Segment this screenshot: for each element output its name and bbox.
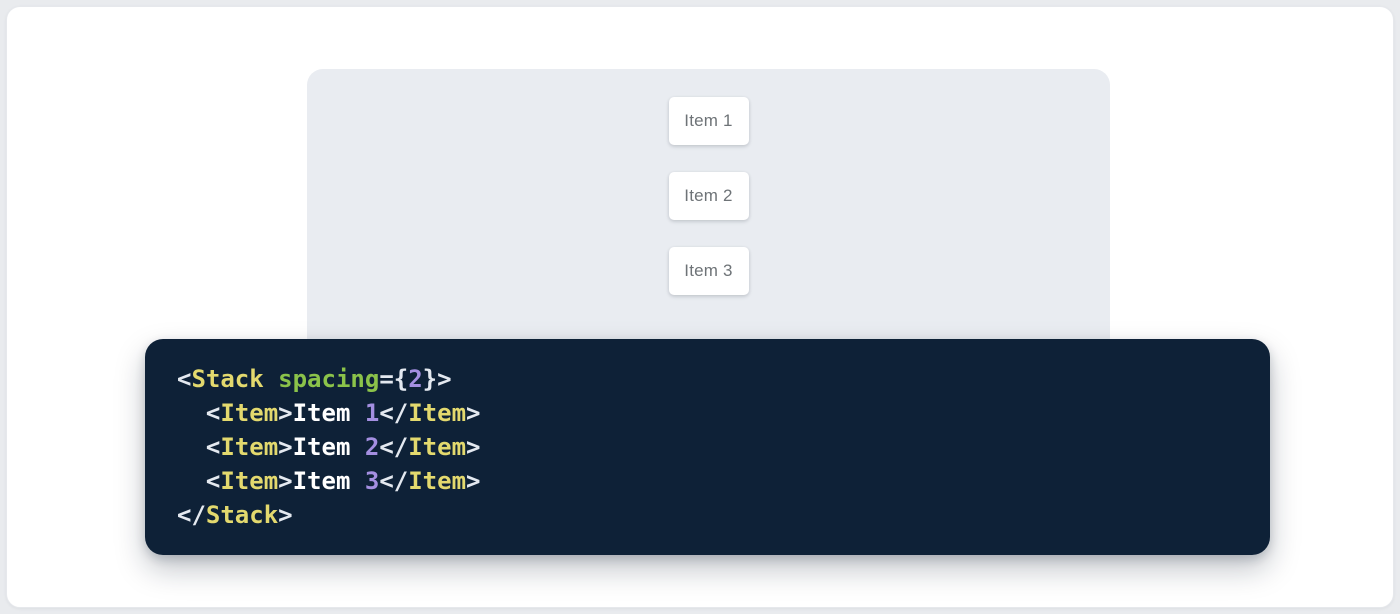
- code-token-punct: =: [379, 365, 394, 393]
- code-token-punct: >: [437, 365, 452, 393]
- stack-item: Item 2: [668, 172, 749, 220]
- code-token-tag: Item: [220, 467, 279, 495]
- code-token-punct: >: [278, 467, 293, 495]
- code-token-punct: {: [393, 365, 409, 393]
- code-token-tag: Item: [408, 467, 467, 495]
- stack-item: Item 3: [668, 247, 749, 295]
- code-block: <Stack spacing={2}> <Item>Item 1</Item> …: [145, 339, 1270, 555]
- code-token-punct: </: [379, 433, 409, 461]
- code-token-text: [264, 365, 278, 393]
- code-line: <Item>Item 2</Item>: [177, 430, 1238, 464]
- code-token-punct: <: [205, 467, 221, 495]
- code-token-punct: >: [278, 501, 293, 529]
- code-token-num: 1: [364, 399, 380, 427]
- code-line: <Item>Item 1</Item>: [177, 396, 1238, 430]
- code-token-tag: Stack: [205, 501, 279, 529]
- stack-item-label: Item 2: [684, 186, 733, 205]
- code-token-punct: <: [177, 365, 192, 393]
- code-token-punct: >: [466, 467, 481, 495]
- code-token-punct: <: [205, 433, 221, 461]
- code-token-punct: }: [422, 365, 438, 393]
- code-token-text: [177, 399, 206, 427]
- code-content: <Stack spacing={2}> <Item>Item 1</Item> …: [177, 362, 1238, 532]
- code-token-attr: spacing: [278, 365, 380, 393]
- stack-container: Item 1 Item 2 Item 3: [307, 97, 1110, 295]
- stack-item: Item 1: [668, 97, 749, 145]
- code-line: <Stack spacing={2}>: [177, 362, 1238, 396]
- code-line: </Stack>: [177, 498, 1238, 532]
- code-token-text: Item: [292, 433, 365, 461]
- code-token-tag: Item: [220, 399, 279, 427]
- code-token-punct: <: [205, 399, 221, 427]
- code-token-punct: >: [466, 399, 481, 427]
- stack-item-label: Item 1: [684, 111, 733, 130]
- code-token-tag: Stack: [191, 365, 264, 393]
- code-token-punct: >: [466, 433, 481, 461]
- code-token-num: 2: [408, 365, 423, 393]
- code-token-tag: Item: [408, 399, 467, 427]
- code-token-tag: Item: [220, 433, 279, 461]
- code-token-punct: </: [379, 399, 409, 427]
- code-token-punct: </: [177, 501, 206, 529]
- code-token-text: Item: [292, 467, 365, 495]
- code-token-text: [177, 433, 206, 461]
- code-token-num: 3: [364, 467, 380, 495]
- code-line: <Item>Item 3</Item>: [177, 464, 1238, 498]
- code-token-punct: </: [379, 467, 409, 495]
- code-token-punct: >: [278, 399, 293, 427]
- code-token-tag: Item: [408, 433, 467, 461]
- code-token-punct: >: [278, 433, 293, 461]
- stack-demo-panel: Item 1 Item 2 Item 3: [307, 69, 1110, 354]
- code-token-text: [177, 467, 206, 495]
- code-token-text: Item: [292, 399, 365, 427]
- stack-item-label: Item 3: [684, 261, 733, 280]
- code-token-num: 2: [364, 433, 380, 461]
